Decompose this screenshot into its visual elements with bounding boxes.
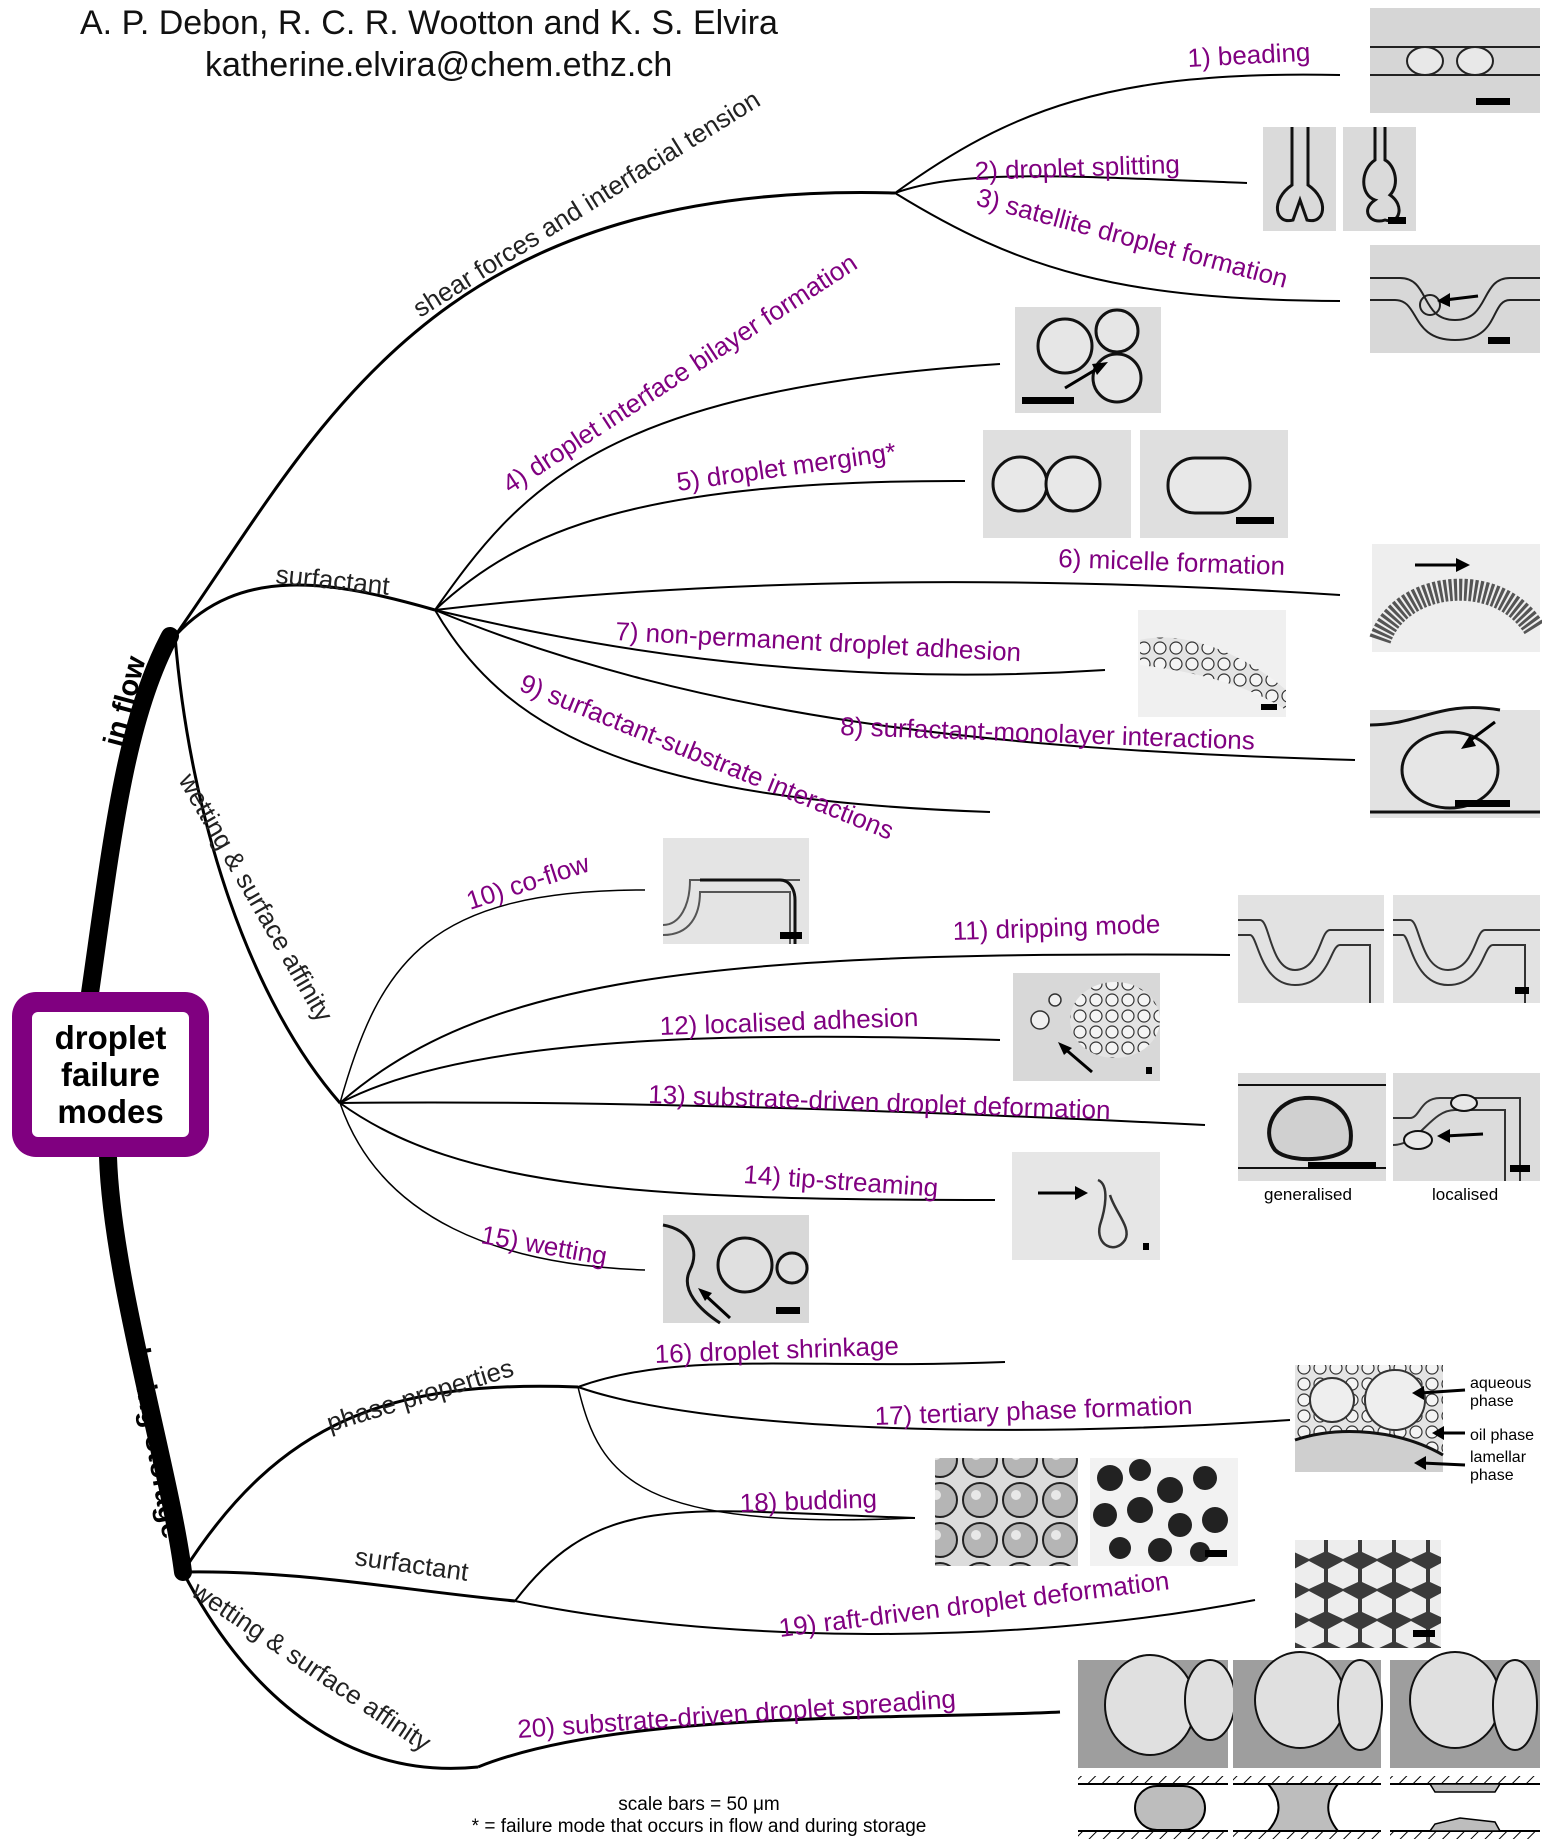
root-line-3: modes <box>57 1093 164 1130</box>
label-generalised: generalised <box>1264 1185 1352 1204</box>
wetting-storage-branch <box>181 1571 479 1770</box>
during-storage-label: during storage <box>121 1336 188 1541</box>
micrograph-splitting <box>1263 127 1416 231</box>
branch-m12 <box>339 1035 1001 1104</box>
micrograph-monolayer <box>1369 706 1540 818</box>
branch-m8 <box>434 609 1356 761</box>
wetting-flow-branch <box>173 635 342 1104</box>
micrograph-micelle <box>1369 544 1542 652</box>
branch-m6 <box>434 581 1341 611</box>
branch-m15 <box>339 1102 646 1271</box>
surfactant-storage-label: surfactant <box>353 1541 471 1587</box>
surfactant-storage-branch <box>182 1570 516 1603</box>
scale-bar-note: scale bars = 50 μm <box>618 1794 780 1815</box>
label-aqueous-1: aqueous <box>1470 1375 1531 1392</box>
surfactant-flow-label: surfactant <box>274 559 391 601</box>
root-node-inner: droplet failure modes <box>32 1012 189 1137</box>
label-aqueous-2: phase <box>1470 1393 1514 1410</box>
shear-branch <box>173 191 896 637</box>
mode-8-label: 8) surfactant-monolayer interactions <box>840 711 1256 755</box>
label-lamellar-1: lamellar <box>1470 1449 1527 1466</box>
root-node: droplet failure modes <box>12 992 209 1157</box>
micrograph-satellite <box>1370 245 1540 353</box>
branch-m1 <box>894 73 1341 194</box>
micrograph-deformation-generalised <box>1238 1073 1386 1181</box>
branch-m18 <box>577 1386 916 1521</box>
branch-m13 <box>339 1101 1206 1126</box>
branch-m7 <box>434 609 1106 676</box>
branch-m11 <box>339 953 1231 1104</box>
micrograph-spreading-2 <box>1233 1651 1383 1768</box>
branch-m18b <box>514 1510 916 1602</box>
in-flow-trunk <box>81 627 179 1002</box>
mode-3-label: 3) satellite droplet formation <box>973 182 1291 294</box>
micrograph-budding <box>935 1458 1238 1566</box>
label-lamellar-2: phase <box>1470 1467 1514 1484</box>
authors: A. P. Debon, R. C. R. Wootton and K. S. … <box>80 4 778 42</box>
email: katherine.elvira@chem.ethz.ch <box>205 46 673 84</box>
micrograph-beading <box>1370 8 1540 113</box>
during-storage-trunk <box>99 1148 192 1581</box>
mode-2-label: 2) droplet splitting <box>974 149 1180 186</box>
micrograph-deformation-localised <box>1392 1073 1540 1181</box>
root-line-1: droplet <box>54 1019 167 1056</box>
branch-m3 <box>894 192 1341 302</box>
phase-label: phase properties <box>323 1352 517 1437</box>
branch-m2 <box>894 175 1248 194</box>
branch-m5 <box>434 479 966 611</box>
mode-10-label: 10) co-flow <box>463 848 593 916</box>
branch-m4 <box>434 363 1001 611</box>
mode-7-label: 7) non-permanent droplet adhesion <box>615 616 1022 667</box>
phase-branch <box>181 1384 579 1573</box>
micrograph-co-flow <box>662 838 809 944</box>
wetting-storage-label: wetting & surface affinity <box>186 1575 437 1758</box>
mode-18-label: 18) budding <box>739 1483 877 1518</box>
branch-m20 <box>477 1710 1061 1769</box>
micrograph-tip-streaming <box>1012 1152 1160 1260</box>
mode-17-label: 17) tertiary phase formation <box>874 1390 1193 1431</box>
label-oil: oil phase <box>1470 1427 1534 1444</box>
schematic-spreading <box>1078 1776 1540 1839</box>
root-line-2: failure <box>60 1056 161 1093</box>
mode-14-label: 14) tip-streaming <box>743 1159 940 1203</box>
micrograph-spreading-1 <box>1078 1654 1236 1768</box>
micrograph-raft <box>1295 1540 1441 1648</box>
surfactant-flow-branch <box>173 583 436 638</box>
branch-m10 <box>339 889 646 1104</box>
branch-m9 <box>434 609 991 813</box>
mode-11-label: 11) dripping mode <box>952 909 1161 946</box>
micrograph-wetting <box>662 1215 809 1325</box>
micrograph-spreading-3 <box>1390 1651 1540 1768</box>
branch-m16 <box>577 1361 1006 1388</box>
micrograph-merging <box>983 430 1288 538</box>
label-localised: localised <box>1432 1185 1498 1204</box>
mode-12-label: 12) localised adhesion <box>659 1002 919 1041</box>
wetting-flow-label: wetting & surface affinity <box>172 767 339 1027</box>
asterisk-note: * = failure mode that occurs in flow and… <box>471 1816 927 1837</box>
mode-6-label: 6) micelle formation <box>1058 543 1286 581</box>
branch-m19 <box>514 1599 1256 1635</box>
mode-20-label: 20) substrate-driven droplet spreading <box>516 1683 956 1744</box>
branch-m14 <box>339 1102 996 1201</box>
micrograph-tertiary-phase <box>1294 1365 1466 1472</box>
mode-13-label: 13) substrate-driven droplet deformation <box>648 1079 1111 1125</box>
mode-1-label: 1) beading <box>1187 37 1311 73</box>
micrograph-adhesion <box>1138 610 1286 717</box>
micrograph-dripping <box>1238 895 1540 1003</box>
mode-15-label: 15) wetting <box>479 1219 609 1271</box>
micrograph-dib <box>1015 307 1161 413</box>
micrograph-localised-adhesion <box>1013 973 1160 1081</box>
branch-m17 <box>577 1386 1291 1431</box>
